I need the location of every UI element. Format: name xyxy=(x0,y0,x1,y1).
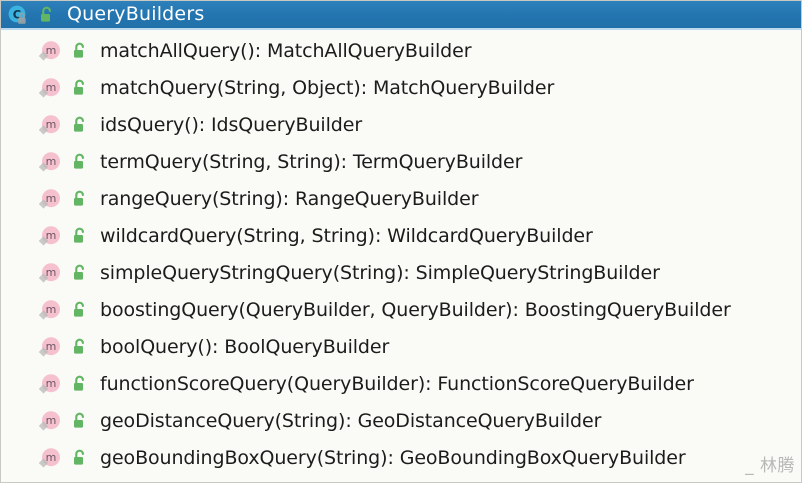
list-item[interactable]: m termQuery(String, String): TermQueryBu… xyxy=(1,143,801,180)
list-item[interactable]: m geoBoundingBoxQuery(String): GeoBoundi… xyxy=(1,439,801,476)
public-unlocked-padlock-icon xyxy=(70,374,88,394)
public-unlocked-padlock-icon xyxy=(70,448,88,468)
list-item-label: rangeQuery(String): RangeQueryBuilder xyxy=(100,187,479,210)
svg-text:m: m xyxy=(46,229,57,242)
list-item[interactable]: m functionScoreQuery(QueryBuilder): Func… xyxy=(1,365,801,402)
list-item-label: geoDistanceQuery(String): GeoDistanceQue… xyxy=(100,409,602,432)
svg-text:m: m xyxy=(46,303,57,316)
list-item[interactable]: m matchQuery(String, Object): MatchQuery… xyxy=(1,69,801,106)
method-icon: m xyxy=(39,40,63,62)
public-unlocked-padlock-icon xyxy=(70,226,88,246)
method-icon: m xyxy=(39,410,63,432)
method-icon: m xyxy=(39,373,63,395)
svg-text:m: m xyxy=(46,192,57,205)
public-unlocked-padlock-icon xyxy=(70,411,88,431)
svg-text:m: m xyxy=(46,266,57,279)
list-item-label: wildcardQuery(String, String): WildcardQ… xyxy=(100,224,593,247)
svg-text:m: m xyxy=(46,377,57,390)
public-unlocked-padlock-icon xyxy=(70,189,88,209)
list-item[interactable]: m boostingQuery(QueryBuilder, QueryBuild… xyxy=(1,291,801,328)
list-item[interactable]: m idsQuery(): IdsQueryBuilder xyxy=(1,106,801,143)
public-unlocked-padlock-icon xyxy=(70,78,88,98)
list-item-label: simpleQueryStringQuery(String): SimpleQu… xyxy=(100,261,660,284)
svg-text:m: m xyxy=(46,118,57,131)
list-item-label: boostingQuery(QueryBuilder, QueryBuilder… xyxy=(100,298,731,321)
public-unlocked-padlock-icon xyxy=(70,263,88,283)
list-item[interactable]: m geoDistanceQuery(String): GeoDistanceQ… xyxy=(1,402,801,439)
window-title-bar: C QueryBuilders xyxy=(1,1,801,30)
svg-text:m: m xyxy=(46,340,57,353)
list-item[interactable]: m wildcardQuery(String, String): Wildcar… xyxy=(1,217,801,254)
svg-text:m: m xyxy=(46,414,57,427)
list-item-label: boolQuery(): BoolQueryBuilder xyxy=(100,335,390,358)
page-title: QueryBuilders xyxy=(67,3,205,25)
list-item-label: matchQuery(String, Object): MatchQueryBu… xyxy=(100,76,555,99)
method-list[interactable]: m matchAllQuery(): MatchAllQueryBuilder … xyxy=(1,30,801,476)
svg-text:m: m xyxy=(46,81,57,94)
svg-text:m: m xyxy=(46,44,57,57)
method-icon: m xyxy=(39,299,63,321)
list-item[interactable]: m boolQuery(): BoolQueryBuilder xyxy=(1,328,801,365)
public-unlocked-padlock-icon xyxy=(70,152,88,172)
method-icon: m xyxy=(39,336,63,358)
public-unlocked-padlock-icon xyxy=(70,115,88,135)
method-icon: m xyxy=(39,262,63,284)
list-item[interactable]: m rangeQuery(String): RangeQueryBuilder xyxy=(1,180,801,217)
public-unlocked-padlock-icon xyxy=(70,300,88,320)
public-unlocked-padlock-icon xyxy=(70,337,88,357)
list-item-label: termQuery(String, String): TermQueryBuil… xyxy=(100,150,523,173)
method-icon: m xyxy=(39,225,63,247)
list-item[interactable]: m matchAllQuery(): MatchAllQueryBuilder xyxy=(1,32,801,69)
method-icon: m xyxy=(39,188,63,210)
list-item-label: geoBoundingBoxQuery(String): GeoBounding… xyxy=(100,446,686,469)
svg-text:m: m xyxy=(46,155,57,168)
list-item-label: idsQuery(): IdsQueryBuilder xyxy=(100,113,363,136)
class-icon: C xyxy=(7,4,29,26)
method-icon: m xyxy=(39,114,63,136)
list-item-label: matchAllQuery(): MatchAllQueryBuilder xyxy=(100,39,472,62)
method-icon: m xyxy=(39,77,63,99)
list-item[interactable]: m simpleQueryStringQuery(String): Simple… xyxy=(1,254,801,291)
svg-text:C: C xyxy=(13,7,21,21)
method-icon: m xyxy=(39,447,63,469)
svg-text:m: m xyxy=(46,451,57,464)
public-unlocked-padlock-icon xyxy=(37,5,55,25)
list-item-label: functionScoreQuery(QueryBuilder): Functi… xyxy=(100,372,694,395)
method-icon: m xyxy=(39,151,63,173)
public-unlocked-padlock-icon xyxy=(70,41,88,61)
